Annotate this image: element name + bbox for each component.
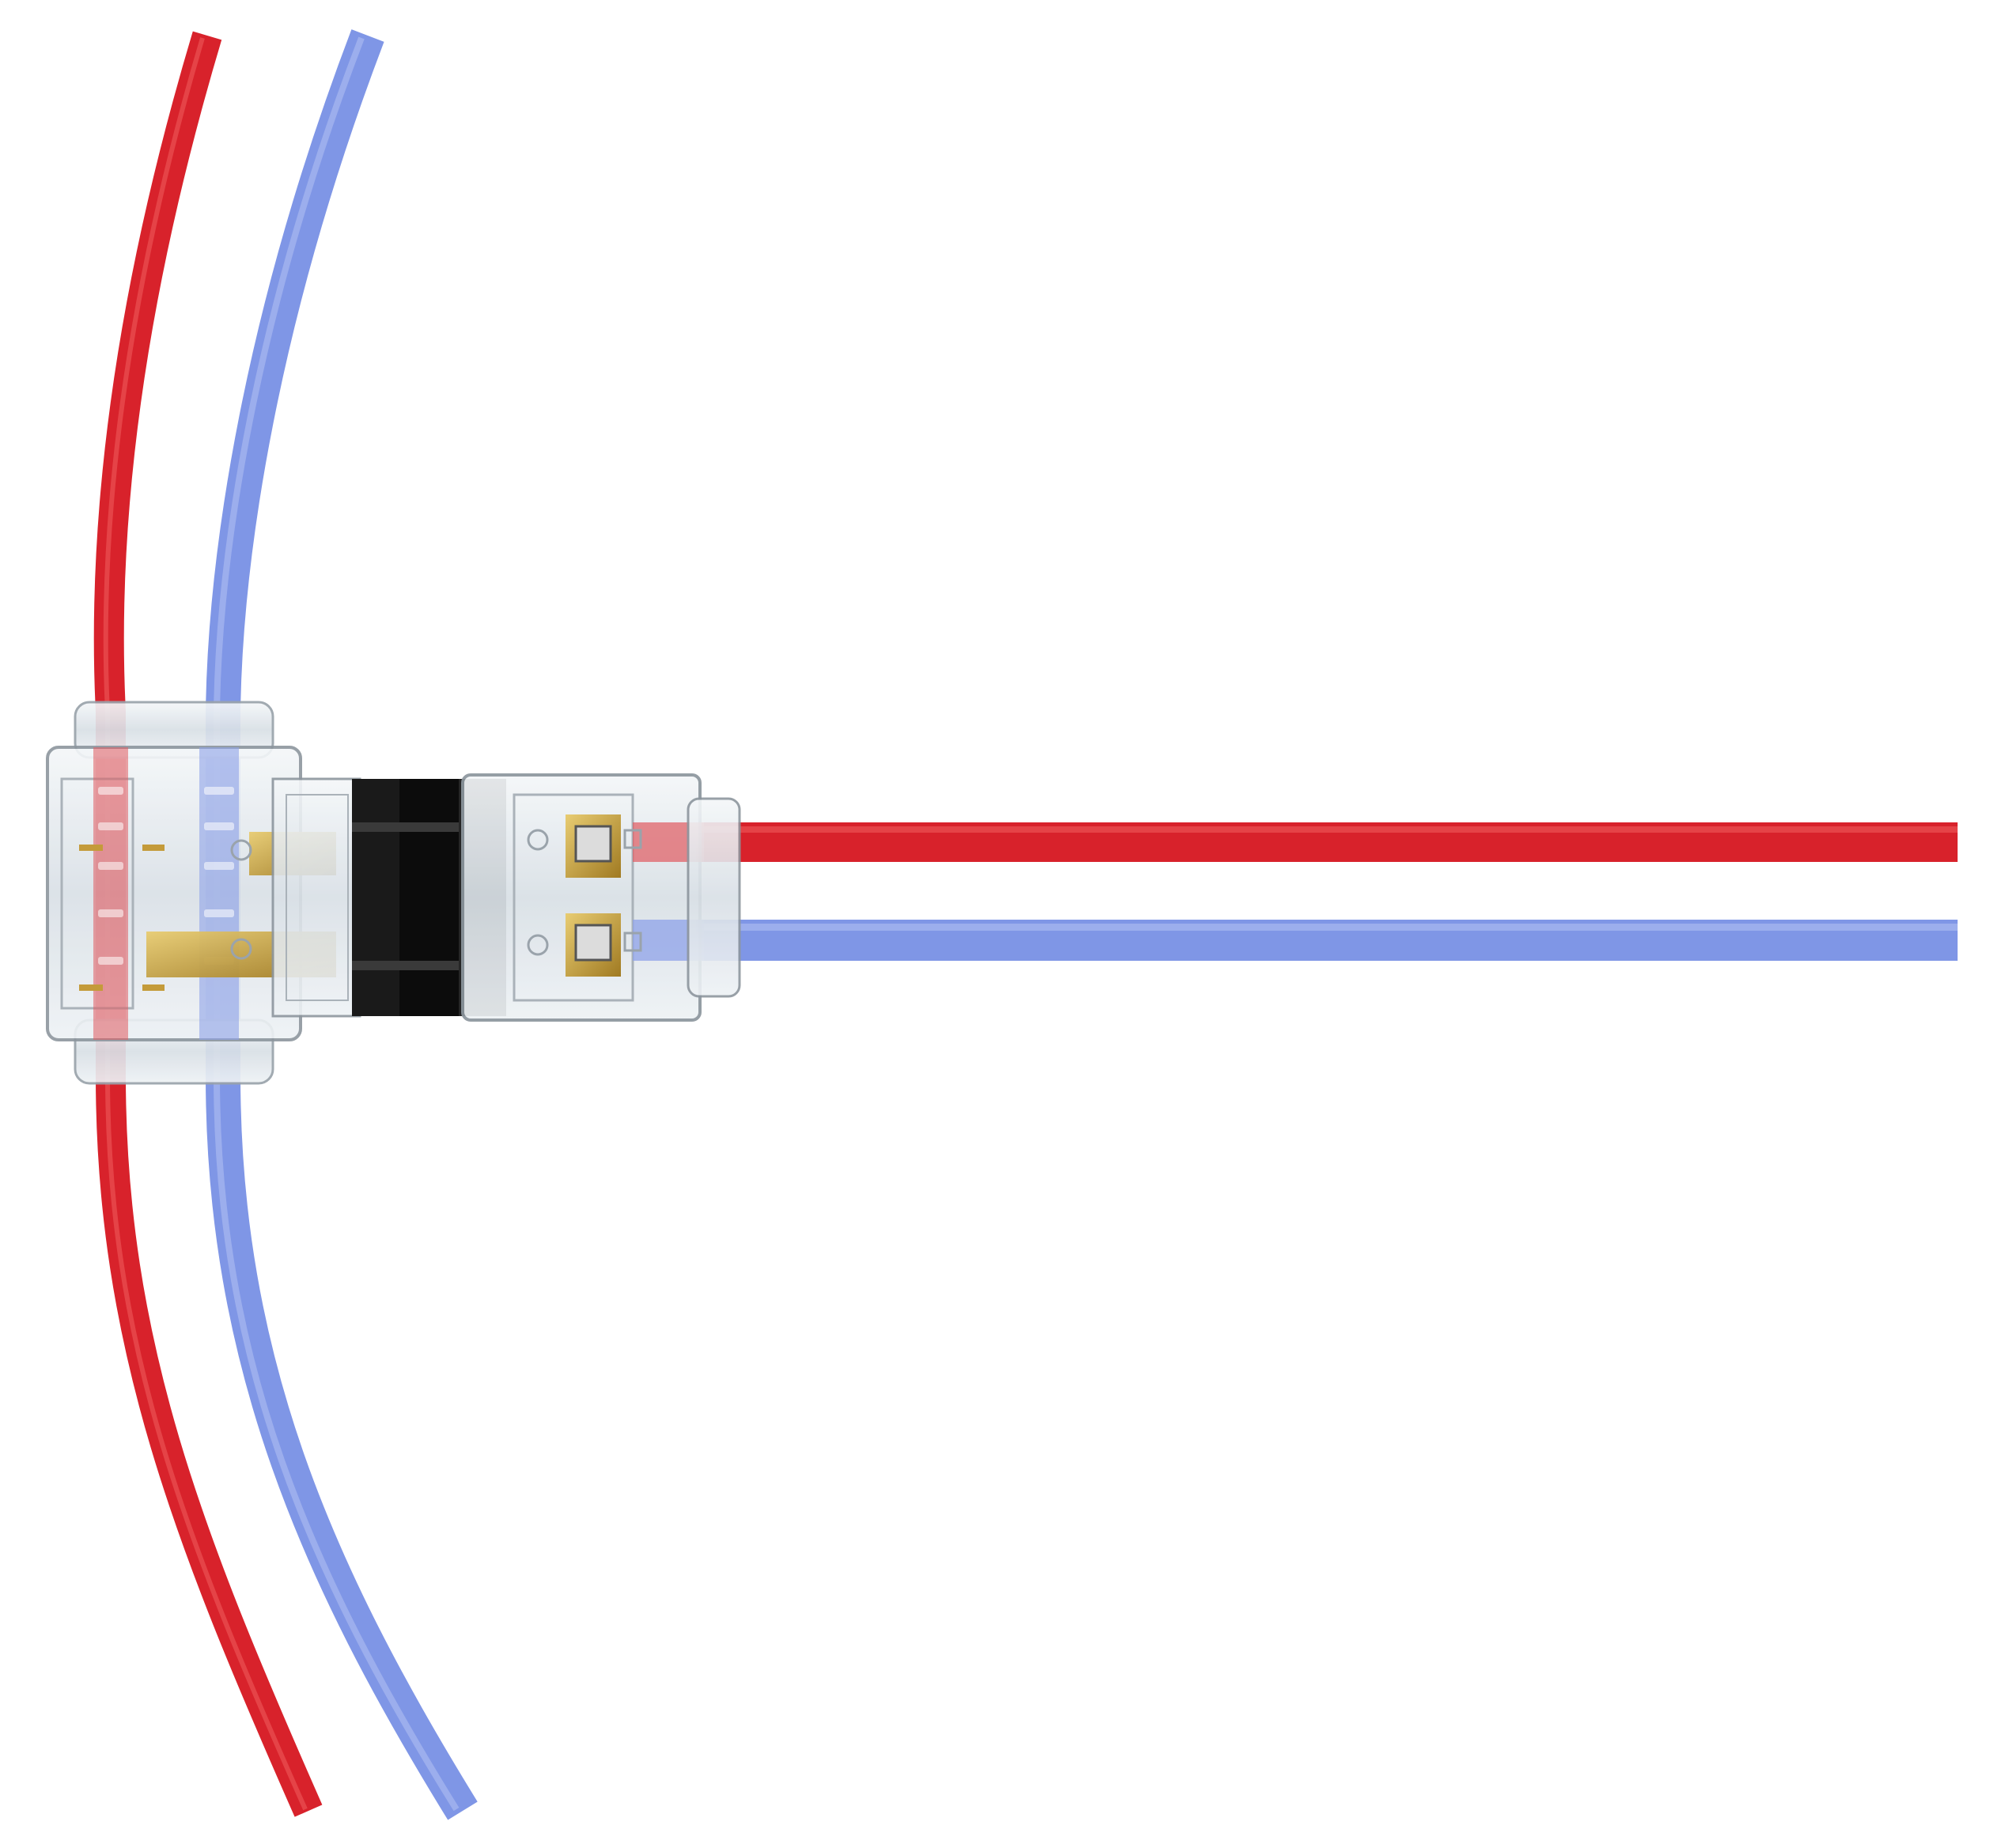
red-tap-wire [696, 822, 1958, 862]
t-tap-wire-connector-icon [46, 701, 741, 1085]
blue-tap-wire [696, 920, 1958, 961]
